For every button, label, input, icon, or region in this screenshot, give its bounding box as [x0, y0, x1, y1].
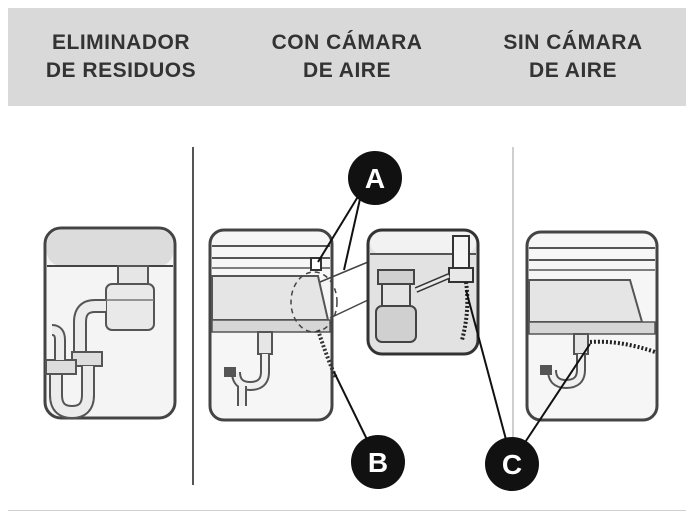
header-with-air-gap-line2: DE AIRE	[303, 59, 391, 82]
header-disposer: ELIMINADOR DE RESIDUOS	[8, 8, 234, 106]
leader-c-to-inset	[465, 289, 513, 463]
header-without-air-gap-line2: DE AIRE	[529, 59, 617, 82]
header-with-air-gap: CON CÁMARA DE AIRE	[234, 8, 460, 106]
leader-a-to-sink	[317, 189, 363, 263]
callout-b: B	[351, 435, 405, 489]
header-with-air-gap-line1: CON CÁMARA	[271, 31, 423, 54]
callout-a: A	[348, 151, 402, 205]
leader-a-to-inset	[343, 189, 363, 271]
header-without-air-gap-line1: SIN CÁMARA	[503, 31, 643, 54]
sink-with-air-gap-illustration	[208, 228, 338, 422]
sink-without-air-gap-illustration	[525, 230, 659, 422]
air-gap-detail-inset	[366, 228, 480, 356]
header-bar: ELIMINADOR DE RESIDUOS CON CÁMARA DE AIR…	[8, 8, 686, 106]
callout-c: C	[485, 437, 539, 491]
callout-b-label: B	[368, 447, 388, 478]
header-without-air-gap: SIN CÁMARA DE AIRE	[460, 8, 686, 106]
disposer-illustration	[43, 226, 177, 420]
zoom-line-top	[319, 261, 369, 283]
callout-a-label: A	[365, 163, 385, 194]
header-disposer-line1: ELIMINADOR	[52, 31, 190, 54]
zoom-line-bottom	[329, 299, 369, 319]
header-disposer-line2: DE RESIDUOS	[45, 59, 197, 82]
bottom-rule	[8, 510, 686, 511]
callout-c-label: C	[502, 449, 522, 480]
